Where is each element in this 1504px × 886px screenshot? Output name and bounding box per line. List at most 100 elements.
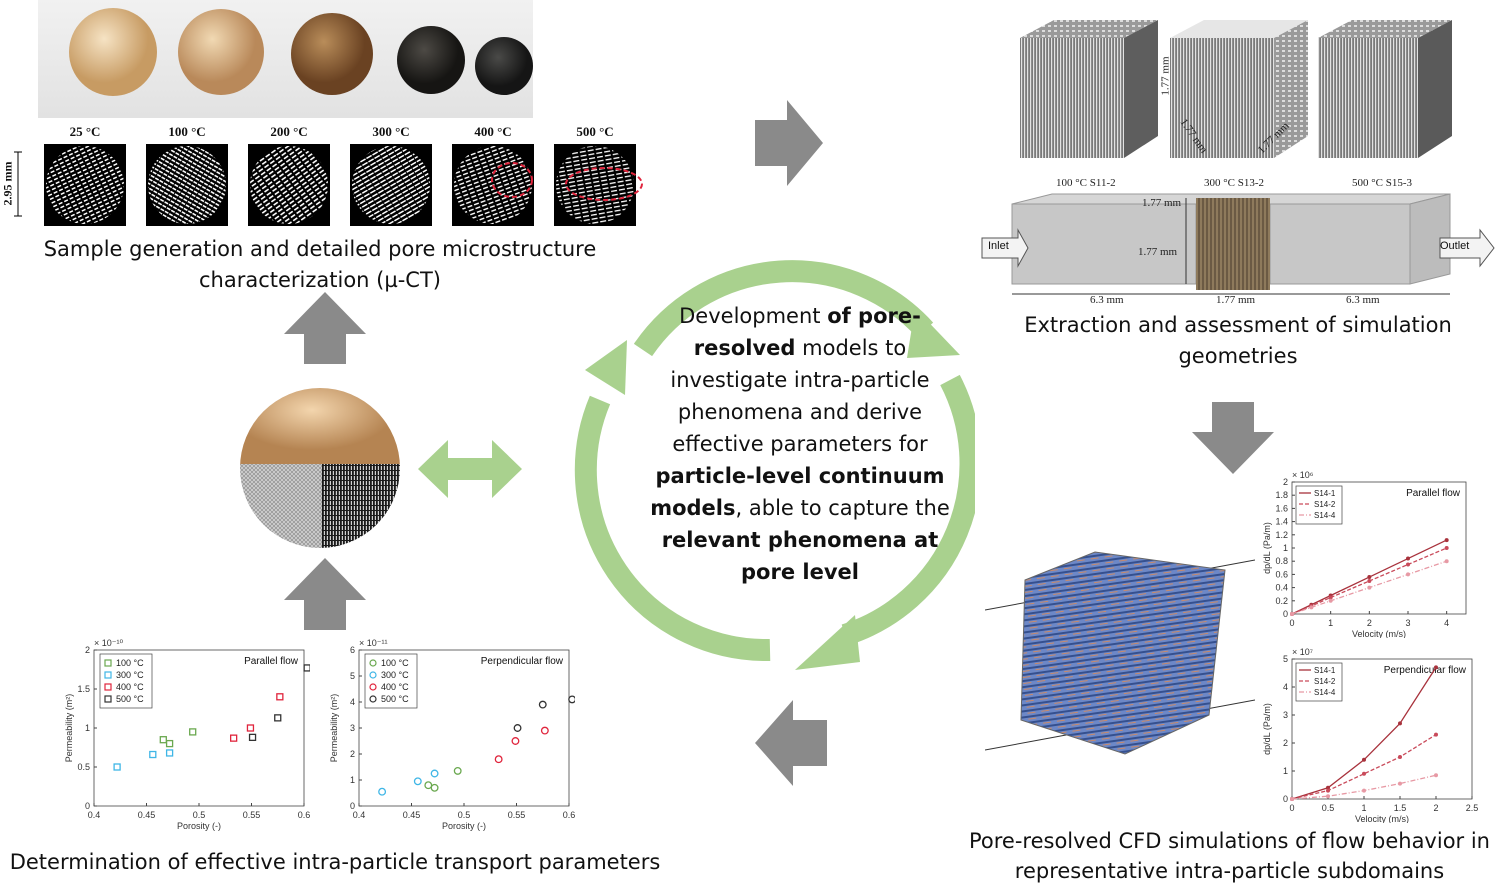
data-point [538, 700, 547, 709]
data-point [1444, 538, 1449, 543]
legend-box [1295, 485, 1343, 525]
data-point [248, 733, 257, 742]
x-tick-label: 0.6 [563, 810, 575, 820]
plot-frame [358, 649, 570, 807]
channel-geometry [981, 193, 1495, 295]
y-tick-label: 6 [350, 645, 355, 655]
x-axis-label: Velocity (m/s) [1355, 814, 1409, 823]
dim-right-label: 6.3 mm [1346, 294, 1380, 306]
data-point [149, 750, 157, 759]
sample-label-500: 500 °C S15-3 [1352, 177, 1413, 189]
data-point [1367, 585, 1372, 590]
data-point [189, 728, 197, 736]
data-point [229, 734, 238, 742]
data-point [413, 777, 422, 786]
legend-label: 500 °C [116, 694, 144, 704]
x-tick-label: 2.5 [1466, 803, 1479, 813]
legend-label: S14-2 [1314, 500, 1336, 509]
legend-label: S14-1 [1314, 489, 1336, 498]
y-tick-label: 3 [350, 723, 355, 733]
data-point [303, 664, 311, 672]
legend-marker [369, 659, 377, 667]
center-statement: Development of pore-resolved models to i… [640, 300, 960, 588]
cfd-streamlines-illustration [985, 551, 1255, 755]
center-bold-2: particle-level continuum models [650, 464, 945, 520]
data-point [113, 763, 121, 771]
y-axis-label: Permeability (m²) [64, 694, 74, 763]
x-tick-label: 0.5 [1322, 803, 1335, 813]
y-tick-label: 1 [1283, 543, 1288, 553]
data-point [274, 714, 282, 722]
data-point [424, 781, 433, 790]
legend-marker [104, 659, 112, 667]
chart-title: Parallel flow [1406, 488, 1461, 499]
arrow-right-icon [755, 100, 823, 186]
legend-label: 100 °C [116, 658, 144, 668]
temp-label-500: 500 °C [576, 124, 614, 139]
x-tick-label: 1 [1361, 803, 1366, 813]
y-tick-label: 2 [1283, 738, 1288, 748]
x-tick-label: 0.55 [508, 810, 526, 820]
legend-marker [369, 671, 377, 679]
legend-label: 300 °C [116, 670, 144, 680]
data-point [246, 724, 255, 732]
x-tick-label: 0 [1289, 803, 1294, 813]
legend-label: 500 °C [381, 694, 409, 704]
y-tick-label: 0 [85, 801, 90, 811]
chart-title: Perpendicular flow [481, 656, 564, 667]
y-tick-label: 1 [350, 775, 355, 785]
legend-marker [104, 683, 112, 691]
chart-title: Perpendicular flow [1384, 665, 1467, 676]
center-text-1: Development [679, 304, 828, 328]
ct-slice-500 [554, 144, 643, 226]
y-tick-label: 1.4 [1275, 517, 1288, 527]
dim-top-label: 1.77 mm [1142, 197, 1182, 209]
data-point [1444, 559, 1449, 564]
legend-label: 400 °C [381, 682, 409, 692]
data-point [1326, 785, 1330, 790]
center-bold-3: relevant phenomena at pore level [661, 528, 939, 584]
temp-label-200: 200 °C [270, 124, 308, 139]
data-point [1434, 732, 1438, 737]
data-point [1362, 757, 1366, 762]
arrow-down-icon [1192, 402, 1274, 474]
y-tick-label: 1.8 [1275, 490, 1288, 500]
legend-marker [369, 683, 377, 691]
legend-marker [104, 671, 112, 679]
data-point [1328, 595, 1333, 600]
data-point [1434, 773, 1438, 778]
data-point [276, 693, 284, 701]
cube-dim-height: 1.77 mm [1159, 56, 1172, 96]
x-tick-label: 4 [1444, 618, 1449, 628]
center-bold-1: of pore-resolved [693, 304, 921, 360]
x-tick-label: 0.4 [88, 810, 101, 820]
legend-label: 100 °C [381, 658, 409, 668]
legend-box [1295, 662, 1343, 702]
y-axis-label: dp/dL (Pa/m) [1262, 703, 1272, 755]
data-point [540, 726, 549, 735]
x-axis-label: Velocity (m/s) [1352, 629, 1406, 638]
data-point [1444, 546, 1449, 550]
caption-bottom-right: Pore-resolved CFD simulations of flow be… [968, 829, 1490, 883]
double-arrow-icon [418, 440, 522, 498]
sample-label-100: 100 °C S11-2 [1056, 177, 1116, 189]
scale-bar [2, 150, 22, 217]
data-point [1290, 612, 1294, 616]
data-point [1398, 781, 1402, 786]
y-tick-label: 2 [1283, 477, 1288, 487]
y-tick-label: 1.5 [77, 684, 90, 694]
y-tick-label: 0 [1283, 794, 1288, 804]
arrow-up-icon [284, 292, 366, 364]
arrow-up-lower-icon [284, 558, 366, 630]
data-point [1406, 562, 1410, 567]
axis-multiplier: × 10⁶ [1292, 470, 1314, 480]
ct-slice-100 [146, 144, 228, 226]
scale-label: 2.95 mm [0, 161, 15, 206]
y-tick-label: 4 [1283, 682, 1288, 692]
spheres-illustration [69, 8, 533, 96]
data-point [568, 695, 577, 704]
y-tick-label: 0.4 [1275, 583, 1288, 593]
inlet-label: Inlet [988, 240, 1009, 252]
series-line [1291, 547, 1447, 615]
